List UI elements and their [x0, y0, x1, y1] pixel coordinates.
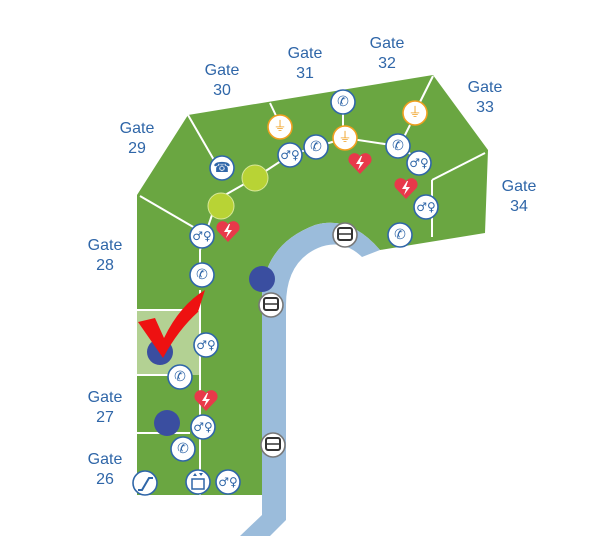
svg-text:⏚: ⏚	[338, 131, 351, 146]
gate-word: Gate	[87, 389, 123, 406]
gate-number: 28	[96, 257, 114, 274]
gate-number: 31	[296, 65, 314, 82]
gate-34-label: Gate 34	[489, 177, 549, 217]
phone-icon[interactable]: ✆	[167, 364, 193, 390]
gate-word: Gate	[87, 237, 123, 254]
location-marker[interactable]	[249, 266, 275, 292]
svg-text:⏚: ⏚	[408, 106, 421, 121]
svg-text:✆: ✆	[177, 441, 189, 457]
svg-text:♂♀: ♂♀	[196, 338, 216, 352]
charging-icons: ⏚ ⏚ ⏚	[267, 100, 428, 151]
waypoint-green	[241, 164, 269, 192]
gate-28-label: Gate 28	[75, 236, 135, 276]
gate-word: Gate	[119, 120, 155, 137]
gate-word: Gate	[467, 79, 503, 96]
gate-word: Gate	[204, 62, 240, 79]
tty-phone-icon[interactable]: ☎	[209, 155, 235, 181]
gate-27-label: Gate 27	[75, 388, 135, 428]
location-marker[interactable]	[154, 410, 180, 436]
selected-checkmark-icon	[138, 290, 205, 358]
svg-text:♂♀: ♂♀	[218, 475, 238, 489]
phone-icon[interactable]: ✆	[189, 262, 215, 288]
svg-text:☎: ☎	[213, 160, 230, 176]
svg-text:✆: ✆	[174, 369, 186, 385]
charging-plug-icon[interactable]: ⏚	[402, 100, 428, 126]
gate-number: 30	[213, 82, 231, 99]
gate-29-label: Gate 29	[107, 119, 167, 159]
bus-stop-icon[interactable]	[332, 222, 358, 248]
elevator-icon[interactable]	[185, 469, 211, 495]
bus-icons	[258, 222, 358, 458]
restroom-icon[interactable]: ♂♀	[277, 142, 303, 168]
gate-number: 26	[96, 471, 114, 488]
gate-31-label: Gate 31	[275, 44, 335, 84]
bus-stop-icon[interactable]	[260, 432, 286, 458]
gate-number: 32	[378, 55, 396, 72]
svg-text:♂♀: ♂♀	[416, 200, 436, 214]
gate-number: 34	[510, 198, 528, 215]
escalator-icon[interactable]	[132, 470, 158, 496]
gate-number: 27	[96, 409, 114, 426]
waypoint-green	[207, 192, 235, 220]
gate-number: 33	[476, 99, 494, 116]
restroom-icon[interactable]: ♂♀	[406, 150, 432, 176]
phone-icon[interactable]: ✆	[385, 133, 411, 159]
restroom-icon[interactable]: ♂♀	[215, 469, 241, 495]
phone-icon[interactable]: ✆	[330, 89, 356, 115]
restroom-icon[interactable]: ♂♀	[413, 194, 439, 220]
bus-stop-icon[interactable]	[258, 292, 284, 318]
gate-word: Gate	[287, 45, 323, 62]
gate-33-label: Gate 33	[455, 78, 515, 118]
phone-icon[interactable]: ✆	[170, 436, 196, 462]
svg-text:♂♀: ♂♀	[409, 156, 429, 170]
phone-icon[interactable]: ✆	[303, 134, 329, 160]
phone-icon[interactable]: ✆	[387, 222, 413, 248]
gate-word: Gate	[369, 35, 405, 52]
gate-30-label: Gate 30	[192, 61, 252, 101]
gate-32-label: Gate 32	[357, 34, 417, 74]
svg-text:✆: ✆	[392, 138, 404, 154]
gate-word: Gate	[501, 178, 537, 195]
restroom-icon[interactable]: ♂♀	[193, 332, 219, 358]
restroom-icons: ♂♀ ♂♀ ♂♀ ♂♀ ♂♀ ♂♀ ♂♀	[189, 142, 439, 495]
restroom-icon[interactable]: ♂♀	[189, 223, 215, 249]
gate-word: Gate	[87, 451, 123, 468]
svg-text:✆: ✆	[337, 94, 349, 110]
phone-icons: ✆ ✆ ✆ ✆ ✆ ✆ ✆ ☎	[167, 89, 413, 462]
restroom-icon[interactable]: ♂♀	[190, 414, 216, 440]
charging-plug-icon[interactable]: ⏚	[267, 114, 293, 140]
gate-26-label: Gate 26	[75, 450, 135, 490]
gate-number: 29	[128, 140, 146, 157]
svg-text:✆: ✆	[196, 267, 208, 283]
svg-text:⏚: ⏚	[273, 120, 286, 135]
svg-text:♂♀: ♂♀	[280, 148, 300, 162]
svg-text:✆: ✆	[394, 227, 406, 243]
svg-text:✆: ✆	[310, 139, 322, 155]
svg-text:♂♀: ♂♀	[193, 420, 213, 434]
svg-text:♂♀: ♂♀	[192, 229, 212, 243]
charging-plug-icon[interactable]: ⏚	[332, 125, 358, 151]
